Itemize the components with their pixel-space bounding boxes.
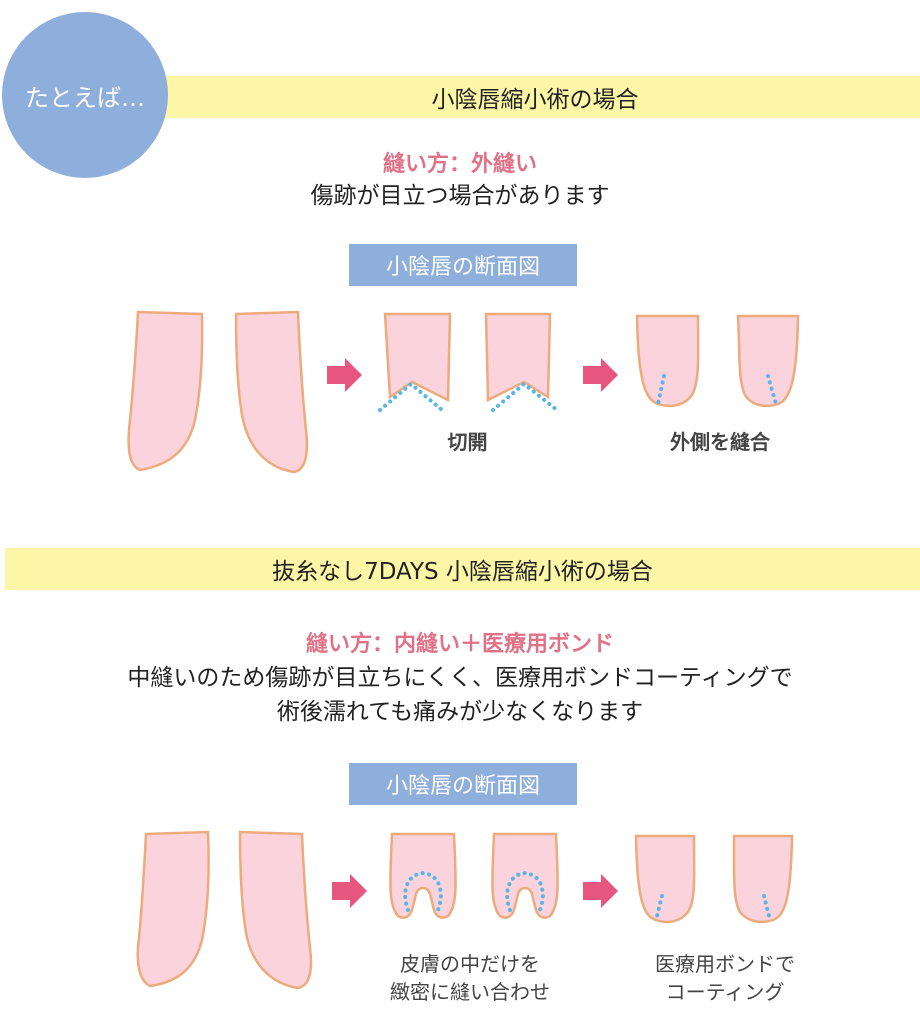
section2-caption-inner: 皮膚の中だけを 緻密に縫い合わせ bbox=[360, 950, 580, 1006]
section1-title-band: 小陰唇縮小術の場合 bbox=[150, 76, 920, 118]
tissue-left-inner-stitched bbox=[389, 832, 457, 919]
example-badge: たとえば… bbox=[2, 12, 168, 178]
tissue-right-original bbox=[234, 310, 309, 474]
bond-dots-left bbox=[654, 894, 664, 922]
section1-caption-suture: 外側を縫合 bbox=[630, 428, 810, 456]
example-badge-text: たとえば… bbox=[25, 83, 145, 112]
section2-caption-bond-line2: コーティング bbox=[665, 980, 785, 1004]
tissue-right-cut bbox=[484, 312, 552, 402]
tissue-right-original bbox=[238, 830, 313, 990]
suture-dots-right bbox=[766, 374, 778, 406]
section2-caption-bond: 医療用ボンドで コーティング bbox=[610, 950, 840, 1006]
tissue-left-original bbox=[136, 830, 210, 988]
tissue-left-bonded bbox=[634, 834, 696, 924]
section1-method: 縫い方：外縫い bbox=[382, 152, 537, 177]
section2-title: 抜糸なし7DAYS 小陰唇縮小術の場合 bbox=[272, 559, 653, 585]
incision-dots-left bbox=[378, 381, 444, 412]
section1-description: 傷跡が目立つ場合があります bbox=[310, 183, 610, 209]
section1-title: 小陰唇縮小術の場合 bbox=[431, 87, 639, 113]
section2-caption-bond-line1: 医療用ボンドで bbox=[655, 952, 795, 976]
section1-diagram-label: 小陰唇の断面図 bbox=[349, 244, 577, 286]
section2-diagram-label: 小陰唇の断面図 bbox=[349, 763, 577, 805]
section2-description-line1: 中縫いのため傷跡が目立ちにくく、医療用ボンドコーティングで bbox=[127, 665, 793, 691]
section1-diagram-label-text: 小陰唇の断面図 bbox=[385, 255, 540, 280]
arrow-icon bbox=[583, 358, 618, 392]
section1-caption-cut-text: 切開 bbox=[447, 430, 488, 454]
tissue-left-sutured bbox=[635, 314, 700, 408]
section2-diagram-label-text: 小陰唇の断面図 bbox=[385, 774, 540, 799]
arrow-icon bbox=[327, 358, 362, 392]
tissue-left-original bbox=[127, 310, 204, 472]
arrow-icon bbox=[332, 874, 367, 908]
suture-dots-left bbox=[656, 374, 666, 406]
section2-caption-inner-line2: 緻密に縫い合わせ bbox=[390, 980, 550, 1004]
section2-title-band: 抜糸なし7DAYS 小陰唇縮小術の場合 bbox=[5, 548, 920, 590]
incision-dots-right bbox=[491, 381, 559, 412]
section2-description-line2: 術後濡れても痛みが少なくなります bbox=[276, 699, 644, 725]
section2-diagram bbox=[136, 830, 794, 990]
bond-dots-right bbox=[762, 894, 772, 922]
section1-caption-suture-text: 外側を縫合 bbox=[670, 430, 770, 454]
section1-caption-cut: 切開 bbox=[400, 428, 535, 456]
tissue-right-sutured bbox=[736, 314, 800, 408]
inner-stitch-dots-right bbox=[505, 870, 545, 912]
tissue-right-inner-stitched bbox=[491, 832, 559, 919]
tissue-left-cut bbox=[383, 312, 452, 402]
section2-method: 縫い方：内縫い＋医療用ボンド bbox=[305, 632, 614, 657]
inner-stitch-dots-left bbox=[403, 870, 443, 912]
tissue-right-bonded bbox=[732, 834, 794, 924]
arrow-icon bbox=[583, 874, 618, 908]
section1-diagram bbox=[127, 310, 800, 474]
section2-caption-inner-line1: 皮膚の中だけを bbox=[400, 952, 540, 976]
